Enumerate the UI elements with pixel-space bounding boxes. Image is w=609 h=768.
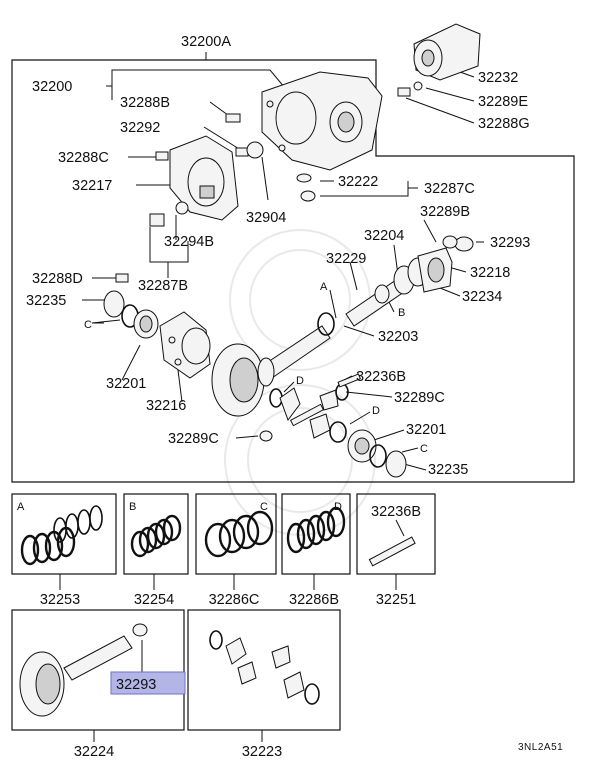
callout-d-box: D: [334, 501, 342, 513]
label-oil-seal[interactable]: 32234: [462, 289, 502, 305]
label-mount[interactable]: 32232: [478, 70, 518, 86]
callout-b-main: B: [398, 307, 405, 319]
callout-a-main: A: [320, 281, 328, 293]
label-shim-b[interactable]: 32254: [134, 592, 174, 608]
label-washer-c-left[interactable]: 32289C: [168, 431, 219, 447]
shim-stack-b: [130, 514, 182, 558]
kit-box-a: [11, 493, 117, 575]
label-nut-small[interactable]: 32222: [338, 174, 378, 190]
kit-box-c: [195, 493, 277, 575]
label-cover[interactable]: 32217: [72, 178, 112, 194]
label-diff-gear-set[interactable]: 32223: [242, 744, 282, 760]
differential-gears: [259, 373, 361, 443]
label-shim-a[interactable]: 32253: [40, 592, 80, 608]
label-stud[interactable]: 32294B: [164, 234, 214, 250]
callout-d-right: D: [372, 405, 380, 417]
bolts-and-washers: [115, 81, 474, 283]
label-diff-case[interactable]: 32216: [146, 398, 186, 414]
label-washer-c[interactable]: 32289C: [394, 390, 445, 406]
kit-box-gear-set: [11, 609, 185, 731]
carrier-housing: [261, 71, 383, 171]
label-shim-d[interactable]: 32286B: [289, 592, 339, 608]
label-washer-b[interactable]: 32289B: [420, 204, 470, 220]
differential-case: [159, 311, 211, 379]
label-washer-e[interactable]: 32289E: [478, 94, 528, 110]
pinion-components: [317, 247, 453, 336]
label-pinion-brg-rear[interactable]: 32203: [378, 329, 418, 345]
label-seal-side-right[interactable]: 32235: [428, 462, 468, 478]
kit-box-b: [123, 493, 189, 575]
label-highlighted-part[interactable]: 32293: [116, 677, 156, 693]
pin-kit: [368, 536, 416, 567]
shim-stack-c: [204, 510, 274, 558]
label-plug[interactable]: 32292: [120, 120, 160, 136]
label-bearing-side[interactable]: 32201: [106, 376, 146, 392]
label-bearing-front[interactable]: 32204: [364, 228, 404, 244]
callout-c-main: C: [84, 319, 92, 331]
callout-c-right: C: [420, 443, 428, 455]
label-bearing-side-right[interactable]: 32201: [406, 422, 446, 438]
label-bolt-g[interactable]: 32288G: [478, 116, 530, 132]
rear-cover: [169, 135, 239, 221]
label-assembly[interactable]: 32200A: [181, 34, 231, 50]
label-pin-kit[interactable]: 32236B: [371, 504, 421, 520]
gear-set-kit: [19, 623, 148, 717]
label-pin-set[interactable]: 32251: [376, 592, 416, 608]
label-flange-nut[interactable]: 32293: [490, 235, 530, 251]
shim-stack-d: [286, 506, 346, 554]
callout-a-box: A: [17, 501, 25, 513]
label-shim-c[interactable]: 32286C: [209, 592, 260, 608]
kit-box-d: [281, 493, 351, 575]
label-carrier[interactable]: 32200: [32, 79, 72, 95]
label-gear-set[interactable]: 32224: [74, 744, 114, 760]
label-pin[interactable]: 32236B: [356, 369, 406, 385]
diagram-code: 3NL2A51: [518, 742, 563, 753]
label-bolt-c[interactable]: 32288C: [58, 150, 109, 166]
kit-box-diff-gear-set: [187, 609, 341, 731]
shim-stack-a: [20, 505, 103, 566]
label-breather[interactable]: 32904: [246, 210, 286, 226]
side-bearings-seals: [103, 290, 407, 478]
label-collapsible[interactable]: 32229: [326, 251, 366, 267]
label-bolt-a[interactable]: 32288B: [120, 95, 170, 111]
callout-c-box: C: [260, 501, 268, 513]
ring-and-pinion: [211, 325, 331, 417]
callout-b-box: B: [129, 501, 136, 513]
mount-bushing: [413, 23, 481, 81]
label-bolt-set-b[interactable]: 32287B: [138, 278, 188, 294]
label-bolt-d[interactable]: 32288D: [32, 271, 83, 287]
highlight-box: [110, 671, 186, 695]
label-flange[interactable]: 32218: [470, 265, 510, 281]
callout-d-main: D: [296, 375, 304, 387]
label-bolt-set[interactable]: 32287C: [424, 181, 475, 197]
label-seal-side[interactable]: 32235: [26, 293, 66, 309]
diff-gear-kit: [209, 630, 320, 705]
main-assembly-frame: [11, 59, 575, 483]
